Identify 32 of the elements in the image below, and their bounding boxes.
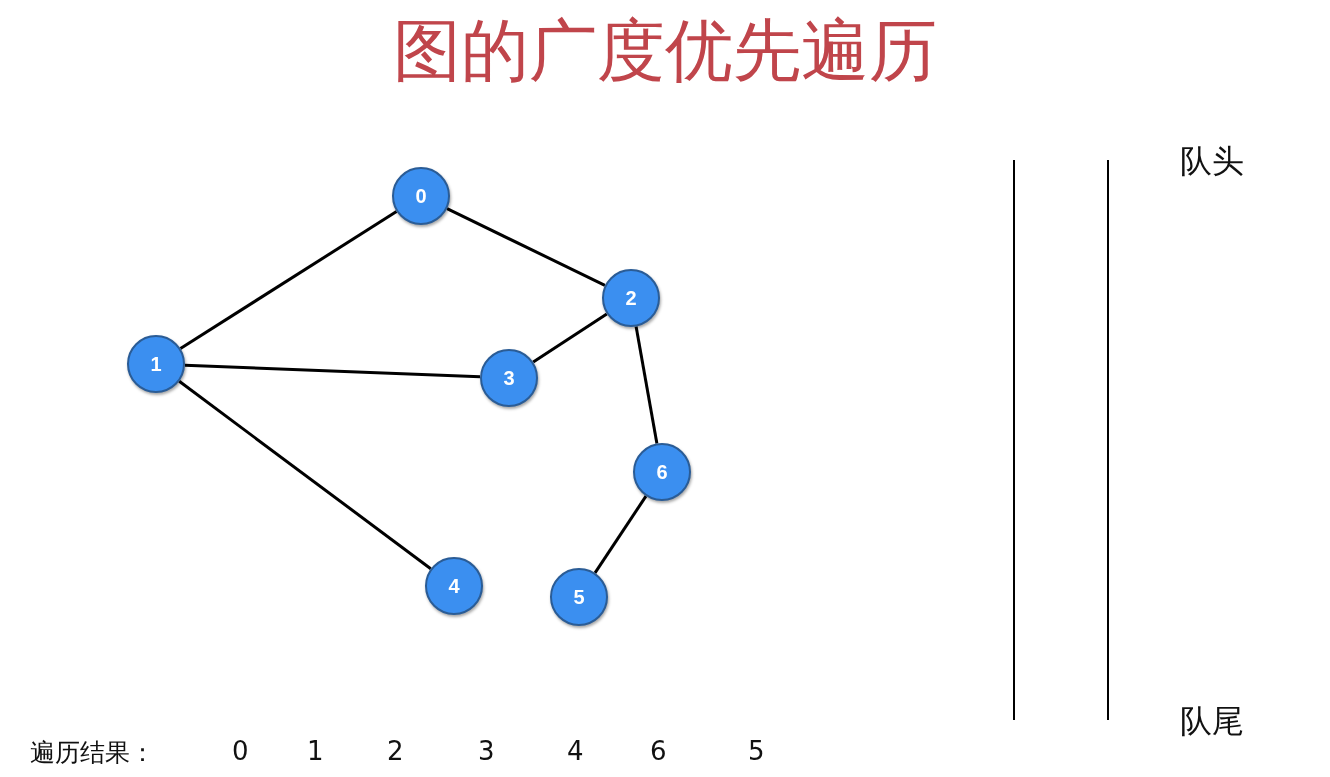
result-value: 4 bbox=[567, 736, 584, 766]
graph-vertex bbox=[392, 167, 450, 225]
vertex-label: 4 bbox=[448, 574, 460, 598]
queue-head-label: 队头 bbox=[1180, 141, 1244, 182]
result-label: 遍历结果： bbox=[30, 737, 155, 769]
vertex-label: 5 bbox=[573, 585, 585, 609]
result-value: 1 bbox=[307, 736, 324, 766]
graph-vertex bbox=[633, 443, 691, 501]
graph-edge bbox=[593, 495, 648, 574]
vertex-label: 6 bbox=[656, 460, 668, 484]
vertex-label: 3 bbox=[503, 366, 515, 390]
graph-vertex bbox=[127, 335, 185, 393]
queue-tail-label: 队尾 bbox=[1180, 701, 1244, 742]
vertex-label: 1 bbox=[150, 352, 162, 376]
vertex-label: 0 bbox=[415, 184, 427, 208]
graph-edge bbox=[178, 380, 432, 570]
graph-edge bbox=[532, 312, 608, 364]
graph-edge bbox=[184, 363, 481, 379]
vertex-label: 2 bbox=[625, 286, 637, 310]
graph-vertex bbox=[602, 269, 660, 327]
graph-vertex bbox=[550, 568, 608, 626]
result-value: 5 bbox=[748, 736, 765, 766]
result-value: 2 bbox=[387, 736, 404, 766]
graph-vertex bbox=[480, 349, 538, 407]
title: 图的广度优先遍历 bbox=[392, 10, 938, 92]
graph-edge bbox=[179, 210, 398, 350]
result-value: 3 bbox=[478, 736, 495, 766]
result-value: 6 bbox=[650, 736, 667, 766]
graph-vertex bbox=[425, 557, 483, 615]
result-value: 0 bbox=[232, 736, 249, 766]
graph-edge bbox=[634, 326, 659, 444]
graph-edge bbox=[446, 207, 606, 287]
